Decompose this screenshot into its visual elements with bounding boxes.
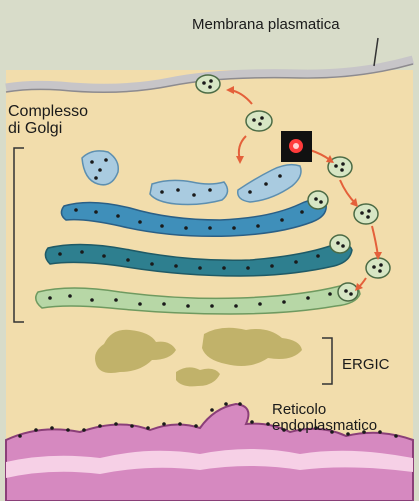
membrane-pointer (373, 37, 379, 67)
golgi-cisterna-3 (44, 243, 353, 277)
golgi-cisterna-1c (237, 163, 302, 203)
golgi-bracket (13, 147, 24, 323)
golgi-cisterna-4 (35, 284, 361, 315)
er-label-line2: endoplasmatico (272, 416, 378, 434)
ergic-blob-2 (202, 327, 302, 366)
er-lumen (6, 449, 413, 478)
vesicle-5 (365, 257, 391, 279)
golgi-cisterna-2 (60, 199, 327, 238)
ergic-label: ERGIC (342, 356, 390, 373)
er-label-line1: Reticolo (272, 401, 327, 418)
cargo-dots (48, 79, 383, 308)
highlight-core (293, 143, 299, 149)
ergic-blob-3 (176, 367, 220, 387)
golgi-cisterna-1 (81, 150, 120, 186)
er-label: Reticolo endoplasmatico (272, 402, 377, 434)
vesicles (195, 74, 391, 302)
er-ribosomes (18, 402, 398, 438)
cytoplasm (6, 10, 413, 89)
plasma-membrane (5, 55, 415, 93)
golgi-cisterna-1b (149, 179, 229, 206)
plasma-membrane-edge (5, 63, 414, 93)
arrow-heads (226, 86, 382, 291)
membrane-label: Membrana plasmatica (192, 16, 340, 33)
vesicle-4 (353, 203, 379, 225)
vesicle-8 (337, 282, 359, 302)
ergic-blob-1 (95, 329, 176, 373)
vesicle-1 (195, 74, 221, 94)
golgi-label-line2: di Golgi (8, 119, 63, 137)
vesicle-2 (245, 110, 273, 132)
golgi-label: Complesso di Golgi (8, 103, 89, 138)
vesicle-3 (327, 156, 353, 178)
ergic-bracket (322, 337, 333, 385)
golgi-label-line1: Complesso (8, 103, 89, 120)
vesicle-7 (329, 234, 351, 254)
vesicle-6 (307, 190, 329, 210)
